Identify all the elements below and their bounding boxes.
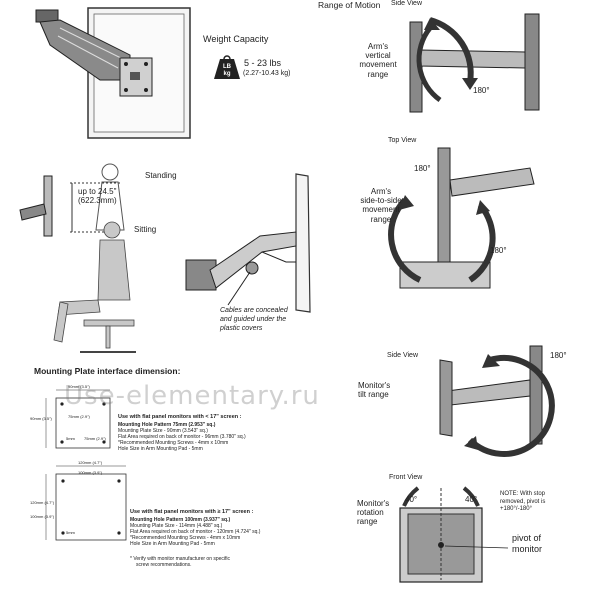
plate-2-dim-side: 100mm (3.9") <box>30 514 55 519</box>
height-range-inches: up to 24.5" <box>78 187 117 196</box>
plate-2-dim-hole: 5mm <box>66 530 75 535</box>
rotation-note-1: NOTE: With stop <box>500 491 546 497</box>
plate-1-line-1: Mounting Hole Pattern 75mm (2.953" sq.) <box>118 422 216 428</box>
plate-1-dim-inner: 75mm (2.9") <box>68 414 90 419</box>
plate-1-dim-left: 90mm (3.5") <box>30 416 52 421</box>
weight-badge-lb: LB <box>223 64 231 70</box>
watermark: Use-elementary.ru <box>64 381 320 411</box>
cables-text-2: and guided under the <box>220 316 287 324</box>
tilt-label-2: tilt range <box>358 390 389 400</box>
plate-1-line-2: Mounting Plate Size - 90mm (3.543" sq.) <box>118 428 208 434</box>
side-label-4: range <box>370 214 392 224</box>
height-range-mm: (622.3mm) <box>78 196 117 206</box>
pivot-label-1: pivot of <box>512 533 542 543</box>
top-view-label: Top View <box>388 137 417 144</box>
plate-1-dim-hole: 5mm <box>66 436 75 441</box>
rotation-label-3: range <box>357 517 378 527</box>
plate-2-line-5: Hole Size in Arm Mounting Pad - 5mm <box>130 541 215 547</box>
footnote-1: * Verify with monitor manufacturer on sp… <box>130 556 231 562</box>
plate-2-line-1: Mounting Hole Pattern 100mm (3.937" sq.) <box>130 517 231 523</box>
weight-icon <box>214 55 240 79</box>
plate-2-line-3: Flat Area required on back of monitor - … <box>130 529 261 535</box>
plate-2-line-2: Mounting Plate Size - 114mm (4.488" sq.) <box>130 523 223 529</box>
weight-range-kg: (2.27-10.43 kg) <box>243 70 291 77</box>
side-label-1: Arm's <box>370 187 392 196</box>
range-of-motion-title: Range of Motion <box>318 0 381 10</box>
weight-badge-kg: kg <box>223 71 231 77</box>
rotation-angle-left: 40° <box>405 495 418 504</box>
plate-1-line-4: *Recommended Mounting Screws - 4mm x 10m… <box>118 440 229 446</box>
sitting-label: Sitting <box>134 225 157 234</box>
vertical-angle: 180° <box>473 86 490 95</box>
side-label-3: movement <box>362 205 400 215</box>
mounting-title: Mounting Plate interface dimension: <box>34 366 181 376</box>
vertical-label-2: vertical <box>365 51 391 61</box>
rotation-label-2: rotation <box>357 508 384 518</box>
weight-range-lbs: 5 - 23 lbs <box>244 58 282 68</box>
plate-1-dim-top: 90mm (3.5") <box>68 384 90 389</box>
plate-2-dim-top: 120mm (4.7") <box>78 460 103 465</box>
side-view-2-label: Side View <box>387 352 419 359</box>
plate-1-line-5: Hole Size in Arm Mounting Pad - 5mm <box>118 446 203 452</box>
rotation-label-1: Monitor's <box>357 499 390 508</box>
weight-capacity-title: Weight Capacity <box>203 34 269 44</box>
plate-1-line-3: Flat Area required on back of monitor - … <box>118 434 246 440</box>
cables-text-3: plastic covers <box>220 325 263 333</box>
cables-text-1: Cables are concealed <box>220 307 288 314</box>
vertical-label-4: range <box>367 69 389 79</box>
standing-label: Standing <box>145 171 177 180</box>
plate-1-dim-side: 75mm (2.9") <box>84 436 106 441</box>
rotation-angle-right: 40° <box>465 495 478 504</box>
plate-1-heading: Use with flat panel monitors with < 17" … <box>118 414 242 420</box>
footnote-2: screw recommendations. <box>136 562 192 568</box>
vertical-label-1: Arm's <box>367 42 389 51</box>
side-angle-right: 180° <box>490 246 507 255</box>
side-angle-left: 180° <box>414 164 431 173</box>
tilt-angle: 180° <box>550 351 567 360</box>
plate-2-heading: Use with flat panel monitors with ≥ 17" … <box>130 509 254 515</box>
vertical-label-3: movement <box>359 60 397 70</box>
front-view-label: Front View <box>389 474 423 481</box>
rotation-note-2: removed, pivot is <box>500 498 546 505</box>
tilt-label-1: Monitor's <box>358 381 391 390</box>
plate-2-line-4: *Recommended Mounting Screws - 4mm x 10m… <box>130 535 241 541</box>
rotation-note-3: +180°/-180° <box>500 506 532 512</box>
plate-2-dim-inner: 100mm (3.9") <box>78 470 103 475</box>
side-label-2: side-to-side <box>360 196 402 206</box>
pivot-label-2: monitor <box>512 543 543 554</box>
plate-2-dim-left: 120mm (4.7") <box>30 500 55 505</box>
side-view-label: Side View <box>391 0 423 7</box>
